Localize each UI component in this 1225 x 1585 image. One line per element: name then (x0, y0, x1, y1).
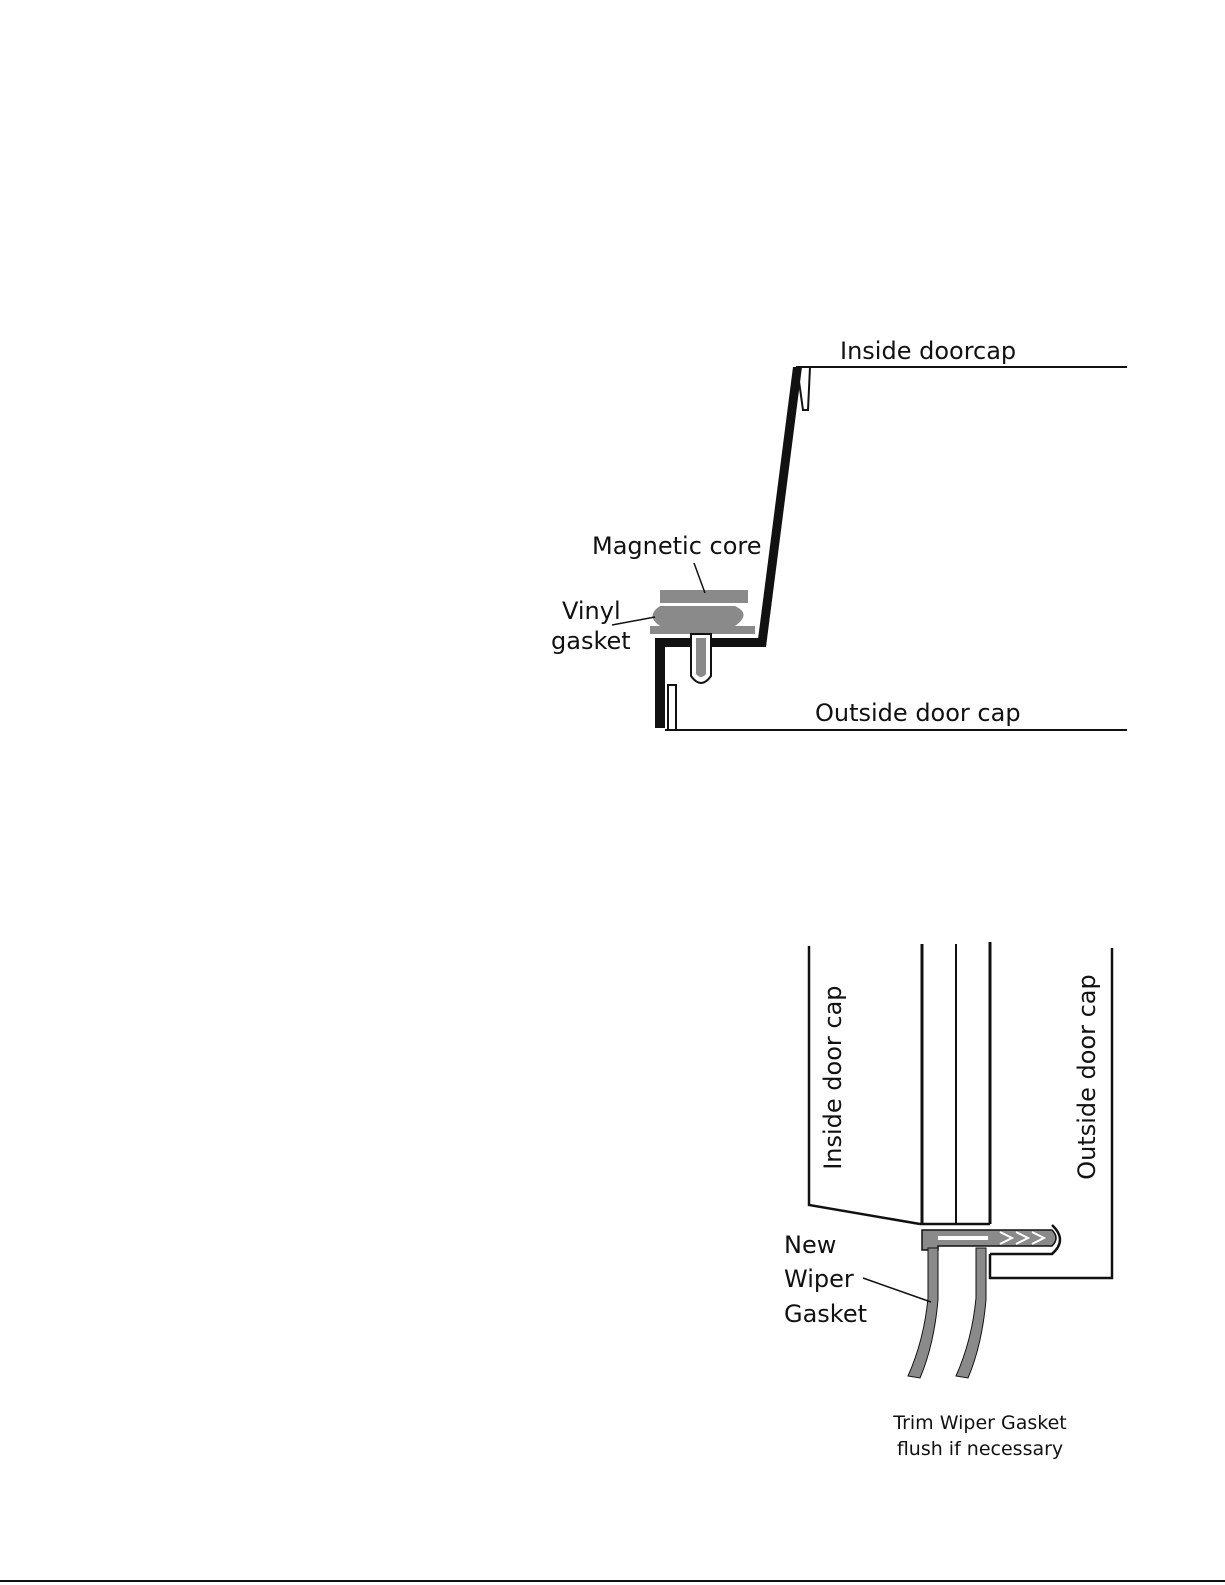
new-wiper-gasket-label-line1: New (784, 1232, 836, 1260)
wiper-gasket-slot (938, 1236, 988, 1240)
new-wiper-gasket-leader (863, 1278, 931, 1302)
wiper-gasket-leg-right (956, 1248, 986, 1378)
new-wiper-gasket-label-line2: Wiper (784, 1266, 854, 1294)
new-wiper-gasket-label-line3: Gasket (784, 1301, 867, 1329)
trim-wiper-gasket-note-line1: Trim Wiper Gasket (880, 1411, 1080, 1437)
wiper-gasket-leg-left (908, 1248, 938, 1378)
inside-door-cap-vertical-label: Inside door cap (820, 990, 848, 1170)
page-bottom-rule (0, 1580, 1225, 1582)
trim-wiper-gasket-note-line2: flush if necessary (880, 1437, 1080, 1463)
outside-door-cap-vertical-label: Outside door cap (1074, 1000, 1102, 1180)
